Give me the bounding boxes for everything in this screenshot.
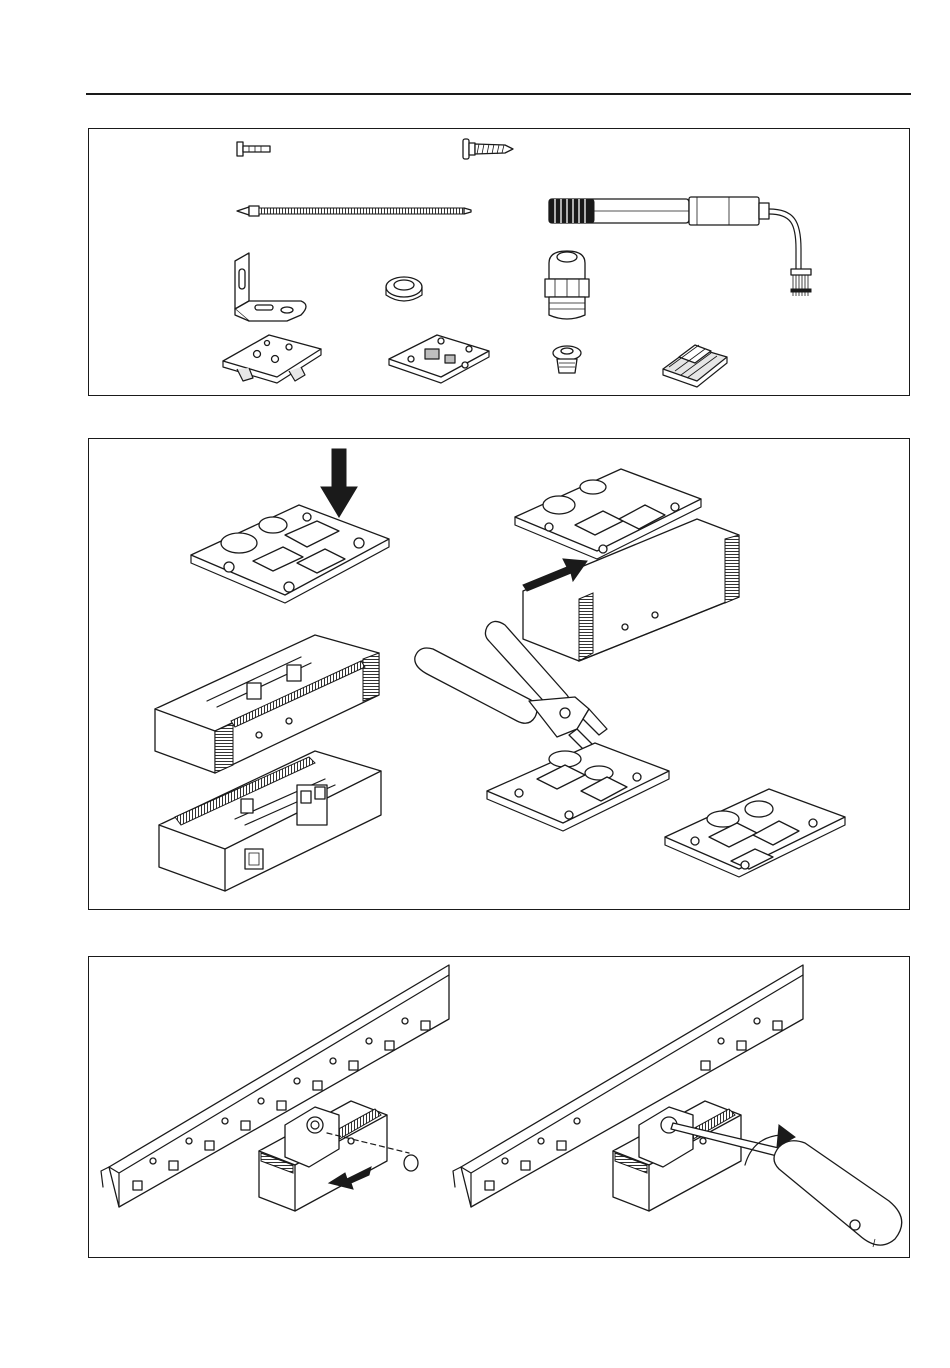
housing-cover-part <box>155 635 379 773</box>
mounting-plate-slide-part <box>515 469 739 661</box>
thumb-screw-part <box>553 346 581 373</box>
assembly-steps-drawing <box>89 439 911 911</box>
plate-cut-tab-part <box>487 743 669 831</box>
plate-final-part <box>665 789 845 877</box>
self-tapping-screw-part <box>463 139 513 159</box>
adapter-plate-part <box>389 335 489 383</box>
parts-overview-drawing <box>89 129 911 397</box>
din-rail-clip-part <box>663 345 727 387</box>
arrow-icon <box>321 449 357 517</box>
cable-gland-part <box>545 251 589 319</box>
grommet-part <box>386 277 422 301</box>
mounting-plate-part <box>223 335 321 383</box>
module-insert-part <box>259 1101 418 1211</box>
rack-mounting-panel <box>88 956 910 1258</box>
header-rule <box>86 93 911 95</box>
housing-base-part <box>159 751 381 891</box>
mounting-plate-press-part <box>191 505 389 603</box>
assembly-steps-panel <box>88 438 910 910</box>
parts-overview-panel <box>88 128 910 396</box>
rack-mounting-drawing <box>89 957 911 1259</box>
cable-tie-part <box>237 206 471 216</box>
module-mounted-part <box>613 1101 741 1211</box>
cable-wires <box>791 269 811 296</box>
angle-bracket-part <box>235 253 306 321</box>
bolt-part <box>237 142 270 156</box>
